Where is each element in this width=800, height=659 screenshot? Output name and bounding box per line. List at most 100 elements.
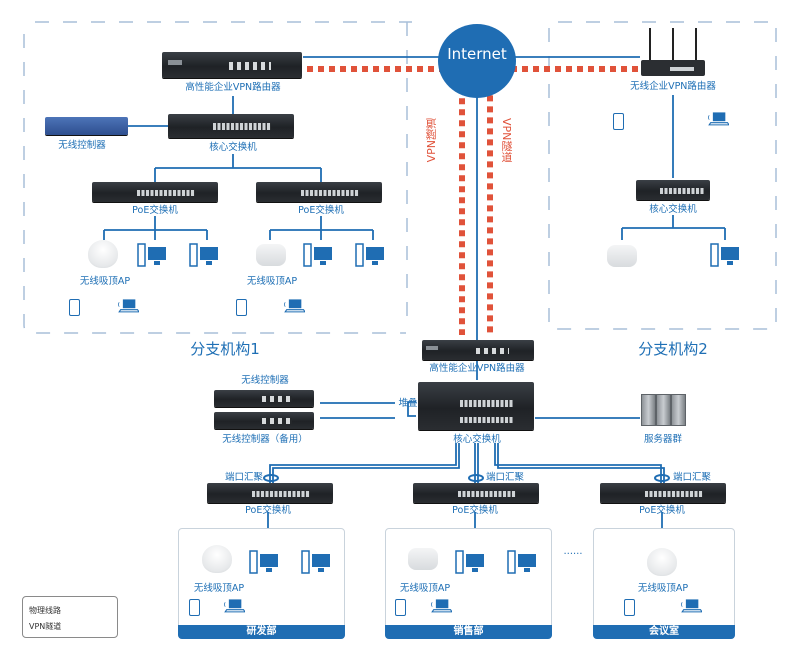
line-b1-core-poe: [154, 154, 322, 182]
line-hq-stack: [407, 401, 416, 417]
branch1-ap-2-label: 无线吸顶AP: [246, 276, 298, 287]
stack-label: 堆叠: [398, 398, 418, 409]
laptop-icon: [681, 599, 702, 613]
server-icon: [641, 394, 656, 426]
desktop-pc-icon: [303, 243, 332, 267]
department-name: 销售部: [385, 625, 552, 639]
hq-ap-label: 无线吸顶AP: [399, 583, 451, 594]
desktop-pc-icon: [189, 243, 218, 267]
server-icon: [671, 394, 686, 426]
desktop-pc-icon: [710, 243, 739, 267]
server-group-label: 服务器群: [643, 434, 683, 445]
desktop-pc-icon: [355, 243, 384, 267]
desktop-pc-icon: [137, 243, 166, 267]
link-aggregation-icon: [263, 474, 279, 482]
hq-core-switch-stack-icon: [418, 382, 534, 430]
hq-ap-label: 无线吸顶AP: [637, 583, 689, 594]
branch2-title: 分支机构2: [638, 340, 708, 358]
link-aggregation-label-1: 端口汇聚: [224, 472, 264, 483]
hq-wireless-controller-icon: [214, 390, 314, 407]
branch1-controller-label: 无线控制器: [58, 140, 106, 151]
branch1-poe-switch-1-icon: [92, 182, 218, 202]
ceiling-ap-icon: [88, 240, 118, 268]
department-name: 会议室: [593, 625, 735, 639]
vpn-tunnel-label-left: VPN隧道: [425, 118, 438, 163]
smartphone-icon: [189, 599, 200, 616]
branch2-core-switch-icon: [636, 180, 710, 200]
branch1-poe-switch-1-label: PoE交换机: [132, 205, 178, 216]
hq-poe-switch-3-icon: [600, 483, 726, 503]
ceiling-ap-icon: [647, 548, 677, 576]
desktop-pc-icon: [455, 550, 484, 574]
internet-label: Internet: [447, 45, 507, 63]
legend-item-vpn: VPN隧道: [29, 622, 62, 631]
more-departments-ellipsis: ……: [563, 546, 583, 557]
laptop-icon: [431, 599, 452, 613]
vpn-tunnel-label-right: VPN隧道: [500, 118, 513, 163]
branch1-vpn-router-icon: [162, 52, 302, 78]
desktop-pc-icon: [249, 550, 278, 574]
vpn-tunnel-branch1: [307, 66, 465, 335]
ceiling-ap-icon: [202, 545, 232, 573]
branch2-router-label: 无线企业VPN路由器: [630, 81, 716, 92]
line-b2-core-clients: [621, 215, 726, 240]
hq-poe-switch-1-icon: [207, 483, 333, 503]
line-hq-controller: [320, 402, 395, 419]
desktop-pc-icon: [507, 550, 536, 574]
branch2-wireless-router-icon: [641, 28, 705, 76]
hq-controller-label: 无线控制器: [241, 375, 289, 386]
branch1-boundary: [23, 21, 412, 334]
branch1-title: 分支机构1: [190, 340, 260, 358]
branch1-router-label: 高性能企业VPN路由器: [185, 82, 281, 93]
hq-controller-backup-label: 无线控制器（备用）: [222, 434, 308, 445]
internet-cloud: Internet: [438, 24, 516, 98]
hq-poe-switch-2-icon: [413, 483, 539, 503]
hq-ap-label: 无线吸顶AP: [193, 583, 245, 594]
branch1-poe-switch-2-icon: [256, 182, 382, 202]
branch1-core-switch-label: 核心交换机: [209, 142, 257, 153]
department-box-sales: 销售部: [385, 528, 552, 639]
hq-poe-switch-1-label: PoE交换机: [245, 505, 291, 516]
ceiling-ap-icon: [607, 245, 637, 267]
desktop-pc-icon: [301, 550, 330, 574]
department-name: 研发部: [178, 625, 345, 639]
laptop-icon: [708, 112, 729, 126]
smartphone-icon: [69, 299, 80, 316]
link-aggregation-label-3: 端口汇聚: [672, 472, 712, 483]
smartphone-icon: [624, 599, 635, 616]
link-aggregation-icon: [468, 474, 484, 482]
legend-item-physical: 物理线路: [29, 606, 61, 615]
smartphone-icon: [613, 113, 624, 130]
line-hq-agg-mid: [474, 443, 479, 483]
department-box-rd: 研发部: [178, 528, 345, 639]
line-b1-poe2-clients: [269, 216, 374, 240]
smartphone-icon: [395, 599, 406, 616]
line-b1-poe1-clients: [103, 216, 208, 240]
hq-poe-switch-2-label: PoE交换机: [452, 505, 498, 516]
server-icon: [656, 394, 671, 426]
line-hq-agg-left: [269, 443, 460, 483]
vpn-tunnel-branch2: [487, 66, 638, 335]
smartphone-icon: [236, 299, 247, 316]
hq-core-switch-label: 核心交换机: [453, 434, 501, 445]
laptop-icon: [224, 599, 245, 613]
branch2-boundary: [548, 21, 777, 330]
laptop-icon: [284, 299, 305, 313]
laptop-icon: [118, 299, 139, 313]
branch1-core-switch-icon: [168, 114, 294, 138]
legend: 物理线路 VPN隧道: [22, 596, 118, 638]
hq-poe-switch-3-label: PoE交换机: [639, 505, 685, 516]
branch1-ap-1-label: 无线吸顶AP: [79, 276, 131, 287]
hq-router-label: 高性能企业VPN路由器: [429, 363, 525, 374]
link-aggregation-icon: [654, 474, 670, 482]
branch1-wireless-controller-icon: [45, 117, 128, 135]
ceiling-ap-icon: [408, 548, 438, 570]
branch1-poe-switch-2-label: PoE交换机: [298, 205, 344, 216]
hq-wireless-controller-backup-icon: [214, 412, 314, 429]
ceiling-ap-icon: [256, 244, 286, 266]
department-box-meeting-room: 会议室: [593, 528, 735, 639]
hq-vpn-router-icon: [422, 340, 534, 360]
link-aggregation-label-2: 端口汇聚: [485, 472, 525, 483]
